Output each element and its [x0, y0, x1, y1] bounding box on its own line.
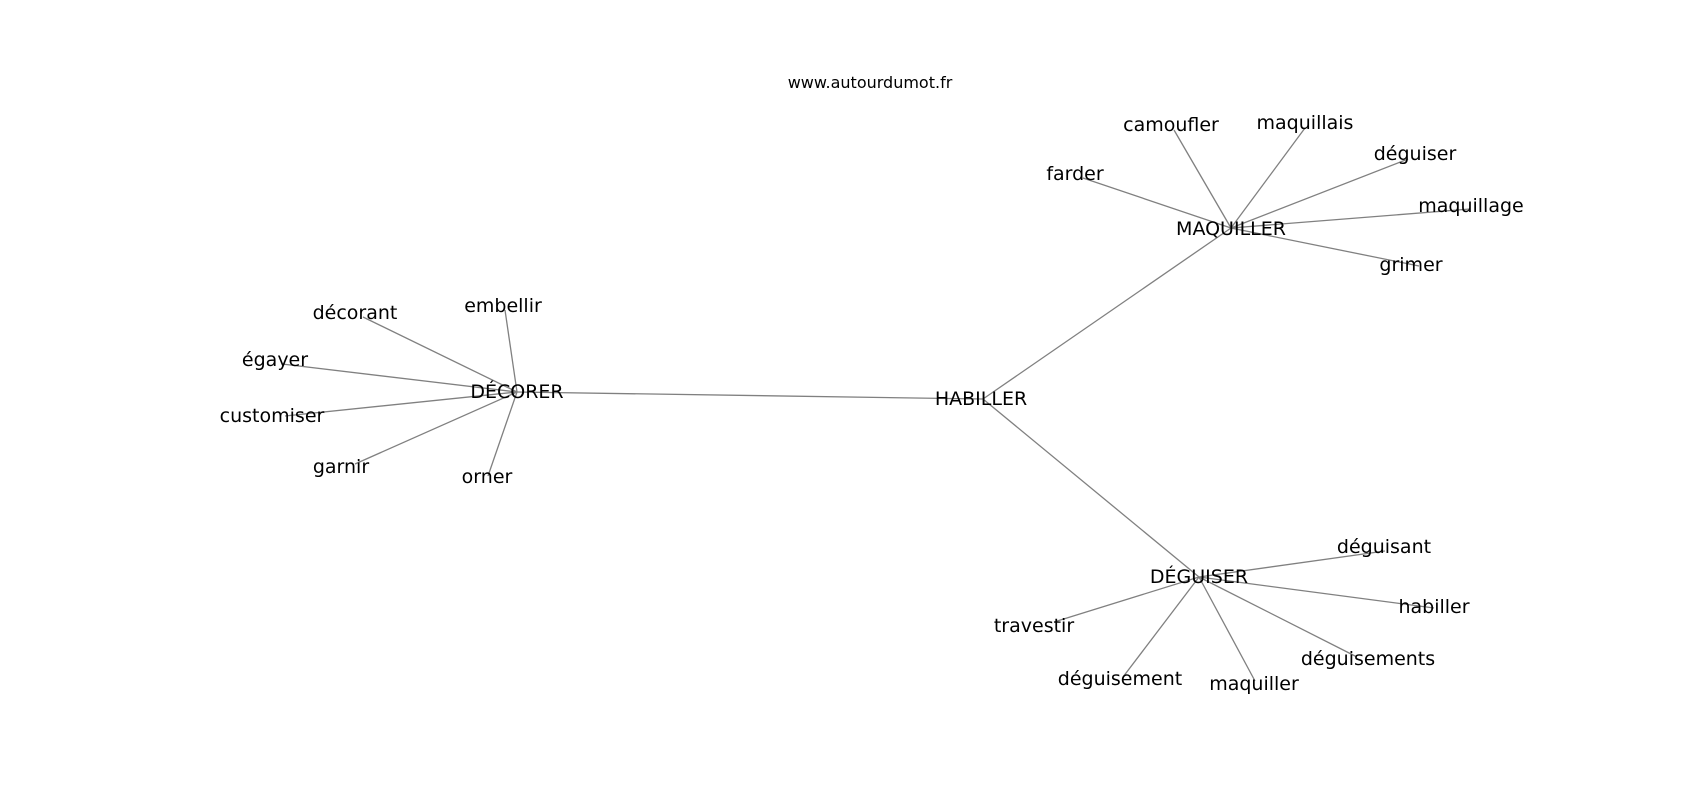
leaf-node[interactable]: habiller [1398, 596, 1469, 618]
edge-hub-leaf [1198, 576, 1435, 609]
edge-hub-leaf [1230, 127, 1306, 229]
edge-hub-leaf [487, 391, 518, 477]
edge-hub-leaf [1198, 576, 1256, 682]
hub-label[interactable]: MAQUILLER [1176, 218, 1286, 240]
leaf-node[interactable]: grimer [1379, 254, 1442, 276]
leaf-node[interactable]: déguisements [1301, 648, 1435, 670]
leaf-node[interactable]: embellir [464, 295, 542, 317]
edge-hub-leaf [1082, 177, 1232, 229]
edge-hub-leaf [1053, 576, 1200, 623]
leaf-node[interactable]: décorant [313, 302, 398, 324]
leaf-node[interactable]: customiser [220, 405, 325, 427]
edge-hub-leaf [354, 391, 518, 465]
leaf-node[interactable]: camoufler [1123, 114, 1219, 136]
edge-hub-leaf [281, 363, 518, 393]
center-node-label[interactable]: HABILLER [935, 388, 1027, 410]
edge-hub-leaf [504, 309, 518, 393]
hub-label[interactable]: DÉGUISER [1150, 565, 1248, 588]
edge-hub-leaf [1198, 576, 1358, 658]
edge-hub-leaf [1230, 227, 1420, 267]
edge-center-hub [982, 398, 1200, 578]
source-caption[interactable]: www.autourdumot.fr [788, 73, 953, 92]
edge-hub-leaf [284, 391, 518, 417]
leaf-nodes-maquiller: farder camoufler maquillais déguiser maq… [1046, 112, 1523, 276]
edge-hub-leaf [1122, 576, 1200, 678]
graph-edges [281, 127, 1471, 682]
edge-center-hub [516, 391, 984, 400]
leaf-node[interactable]: maquillage [1418, 195, 1523, 217]
hub-node-maquiller[interactable]: MAQUILLER [1176, 218, 1286, 240]
hub-node-decorer[interactable]: DÉCORER [470, 380, 563, 403]
hub-node-deguiser[interactable]: DÉGUISER [1150, 565, 1248, 588]
leaf-node[interactable]: orner [462, 466, 513, 488]
leaf-nodes-decorer: décorant embellir égayer customiser garn… [220, 295, 542, 488]
edge-center-hub [982, 227, 1232, 400]
leaf-node[interactable]: maquiller [1209, 673, 1299, 695]
edge-hub-leaf [1230, 158, 1409, 229]
leaf-nodes-deguiser: déguisant habiller travestir déguisement… [994, 536, 1470, 695]
edge-hub-leaf [1230, 208, 1471, 229]
leaf-node[interactable]: déguisant [1337, 536, 1431, 558]
edge-hub-leaf [1198, 550, 1386, 578]
leaf-node[interactable]: maquillais [1257, 112, 1354, 134]
leaf-node[interactable]: farder [1046, 163, 1104, 185]
leaf-node[interactable]: déguisement [1058, 668, 1182, 690]
leaf-node[interactable]: garnir [313, 456, 370, 478]
leaf-node[interactable]: travestir [994, 615, 1074, 637]
leaf-node[interactable]: déguiser [1374, 143, 1457, 165]
edge-hub-leaf [1173, 129, 1232, 229]
edge-hub-leaf [362, 316, 518, 393]
hub-label[interactable]: DÉCORER [470, 380, 563, 403]
center-node[interactable]: HABILLER [935, 388, 1027, 410]
leaf-node[interactable]: égayer [242, 349, 308, 371]
